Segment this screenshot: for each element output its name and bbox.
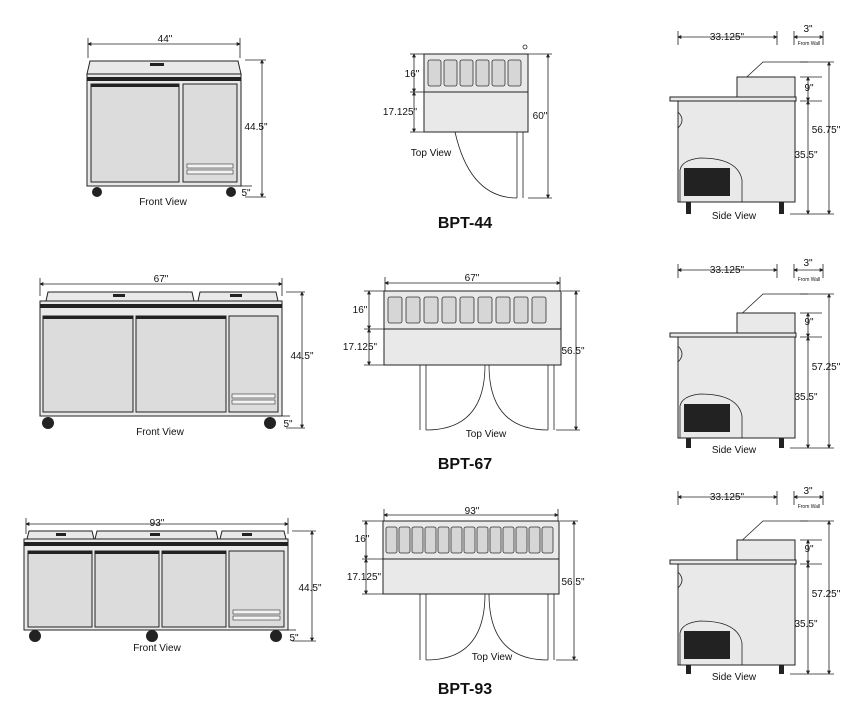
width-label: 93"	[465, 506, 480, 517]
top-view-label: Top View	[466, 429, 507, 440]
caster-label: 5"	[241, 188, 251, 199]
wall-offset-label: 3"	[803, 24, 813, 35]
pan-rail	[736, 312, 796, 334]
caster	[92, 187, 102, 197]
depth-label: 33.125"	[710, 492, 745, 503]
condenser	[684, 404, 730, 432]
pan-depth-label: 16"	[355, 534, 370, 545]
depth-label: 33.125"	[710, 265, 745, 276]
bpt67-front-view: 67" 44.5" 5" Front View	[39, 274, 314, 438]
door	[90, 83, 180, 183]
caster	[270, 630, 282, 642]
wall-offset-label: 3"	[803, 258, 813, 269]
height-label: 44.5"	[290, 351, 313, 362]
rail-depth-label: 17.125"	[383, 107, 418, 118]
front-view-label: Front View	[139, 197, 187, 208]
bpt67-side-view: 33.125" 3" From Wall 9" 57.25" 35.5" Sid…	[669, 258, 841, 456]
caster-label: 5"	[289, 633, 299, 644]
rail-depth-label: 17.125"	[343, 342, 378, 353]
pan-rail	[736, 76, 796, 98]
lid-label: 9"	[804, 83, 814, 94]
condenser	[684, 168, 730, 196]
cabinet-height-label: 35.5"	[794, 619, 817, 630]
pan-rail	[736, 539, 796, 561]
rail-depth-label: 17.125"	[347, 572, 382, 583]
cabinet-height-label: 35.5"	[794, 392, 817, 403]
wall-offset-note: From Wall	[798, 41, 821, 47]
top-view-label: Top View	[411, 148, 452, 159]
bpt93-top-view: 93" 16" 17.125" 56.5" Top View	[347, 506, 585, 663]
condenser	[684, 631, 730, 659]
bpt44-side-view: 33.125" 3" From Wall 9" 56.75" 35.5" Sid…	[669, 24, 841, 222]
overall-depth-label: 56.5"	[561, 346, 584, 357]
lid	[86, 60, 242, 75]
lid	[219, 530, 287, 540]
caster-label: 5"	[283, 419, 293, 430]
bpt44-top-view: 16" 17.125" 60" Top View	[383, 44, 552, 199]
lid-handle	[150, 63, 164, 66]
bpt44-front-view: 44" 44.5" 5" Front View	[86, 34, 268, 208]
width-label: 67"	[154, 274, 169, 285]
door-swing	[425, 364, 486, 431]
caster	[264, 417, 276, 429]
wall-offset-note: From Wall	[798, 277, 821, 283]
bpt93-front-view: 93" 44.5" 5" Front View	[23, 518, 322, 654]
caster	[146, 630, 158, 642]
side-view-label: Side View	[712, 211, 757, 222]
width-label: 44"	[158, 34, 173, 45]
bpt67-top-view: 67" 16" 17.125" 56.5" Top View	[343, 273, 585, 440]
model-name: BPT-44	[438, 215, 492, 232]
caster	[29, 630, 41, 642]
width-label: 93"	[150, 518, 165, 529]
lid-label: 9"	[804, 317, 814, 328]
bpt93-side-view: 33.125" 3" From Wall 9" 57.25" 35.5" Sid…	[669, 486, 841, 683]
model-name: BPT-93	[438, 681, 492, 698]
door	[135, 315, 227, 413]
overall-depth-label: 60"	[533, 111, 548, 122]
lid-label: 9"	[804, 544, 814, 555]
side-view-label: Side View	[712, 672, 757, 683]
cabinet-top	[383, 328, 562, 366]
overall-depth-label: 56.5"	[561, 577, 584, 588]
side-view-label: Side View	[712, 445, 757, 456]
height-label: 44.5"	[244, 122, 267, 133]
door	[94, 550, 160, 628]
front-view-label: Front View	[133, 643, 181, 654]
door	[27, 550, 93, 628]
door-swing	[488, 593, 549, 661]
model-name: BPT-67	[438, 456, 492, 473]
wall-offset-note: From Wall	[798, 504, 821, 510]
cabinet-top	[382, 558, 560, 595]
cabinet-height-label: 35.5"	[794, 150, 817, 161]
compressor-panel	[228, 550, 285, 628]
lid-open	[736, 520, 808, 546]
overall-height-label: 56.75"	[812, 125, 841, 136]
caster	[42, 417, 54, 429]
pan-depth-label: 16"	[353, 305, 368, 316]
top-view-label: Top View	[472, 652, 513, 663]
height-label: 44.5"	[298, 583, 321, 594]
overall-height-label: 57.25"	[812, 589, 841, 600]
depth-label: 33.125"	[710, 32, 745, 43]
door-swing	[454, 131, 518, 199]
lid-open	[736, 293, 808, 319]
width-label: 67"	[465, 273, 480, 284]
caster	[226, 187, 236, 197]
pan-depth-label: 16"	[405, 69, 420, 80]
wall-offset-label: 3"	[803, 486, 813, 497]
door	[42, 315, 134, 413]
door-swing	[425, 593, 486, 661]
front-view-label: Front View	[136, 427, 184, 438]
door-swing	[488, 364, 549, 431]
overall-height-label: 57.25"	[812, 362, 841, 373]
cabinet-top	[423, 91, 529, 133]
door	[161, 550, 227, 628]
